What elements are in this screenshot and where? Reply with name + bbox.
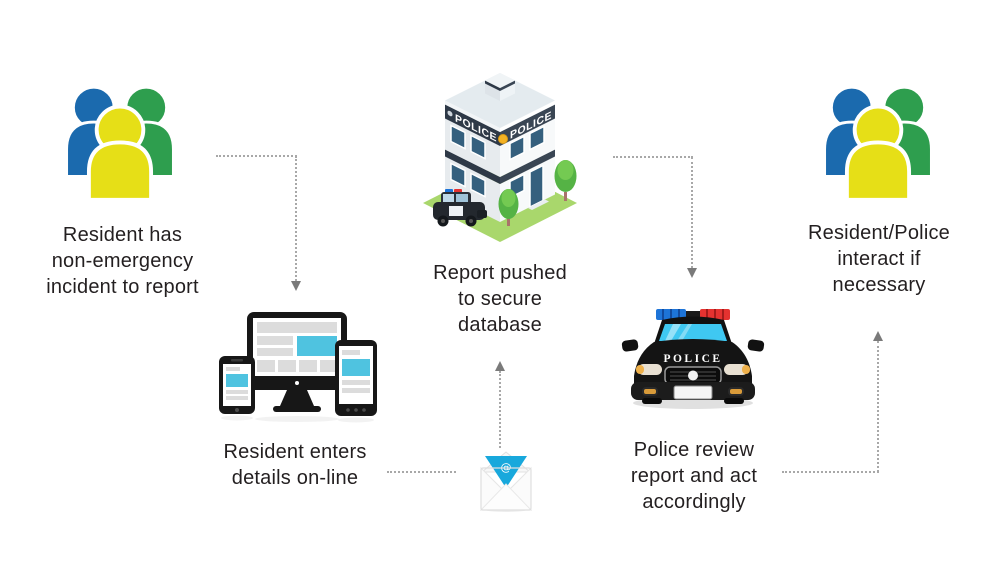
label-line: non-emergency [51,250,194,272]
grille [664,366,722,385]
step-label-report-pushed: Report pushed to secure database [400,260,600,338]
arrow-segment [387,471,456,473]
tree [554,160,577,201]
headlights [636,364,750,375]
tree [498,189,519,226]
desktop-monitor [247,312,347,412]
step-label-resident-enters: Resident enters details on-line [195,439,395,491]
label-line: accordingly [642,491,746,513]
arrow-segment [216,155,297,157]
arrowhead-down-icon [291,281,301,291]
police-car-icon: POLICE [621,309,765,409]
arrow-segment [613,156,693,158]
label-line: Report pushed [433,262,567,284]
label-line: Resident enters [223,441,367,463]
person-yellow [86,104,154,202]
step-label-interact: Resident/Police interact if necessary [779,220,979,298]
side-mirrors [621,339,765,352]
upper-windows [450,124,545,161]
people-group-icon [65,85,175,202]
label-line: details on-line [231,467,359,489]
label-line: incident to report [46,276,199,298]
light-bar [656,309,730,320]
label-line: Resident/Police [808,222,950,244]
label-line: Police review [633,439,755,461]
police-car-sign: POLICE [663,353,722,365]
arrow-segment [782,471,879,473]
bumper [631,382,755,400]
arrowhead-down-icon [687,268,697,278]
mini-police-car-icon [433,189,487,227]
arrow-segment [691,157,693,268]
label-line: interact if [837,248,921,270]
windshield [659,324,727,341]
license-plate [673,385,713,400]
smartphone [219,356,255,414]
tablet [335,340,377,416]
police-station-icon: POLICE POLICE [423,73,577,242]
label-line: necessary [832,274,926,296]
step-label-police-review: Police review report and act accordingly [594,437,794,515]
arrow-segment [877,341,879,472]
email-envelope-icon: @ [479,451,533,512]
step-label-resident-report: Resident has non-emergency incident to r… [20,222,225,300]
arrowhead-up-icon [495,361,505,371]
label-line: Resident has [62,224,183,246]
label-line: database [458,314,542,336]
arrow-segment [295,156,297,281]
arrow-segment [499,371,501,448]
person-yellow [844,104,912,202]
police-badge-icon [498,134,508,144]
people-group-icon [823,85,933,202]
letter-card [485,456,527,488]
door [529,164,544,209]
arrowhead-up-icon [873,331,883,341]
label-line: report and act [630,465,758,487]
devices-icon [219,312,377,423]
label-line: to secure [457,288,543,310]
